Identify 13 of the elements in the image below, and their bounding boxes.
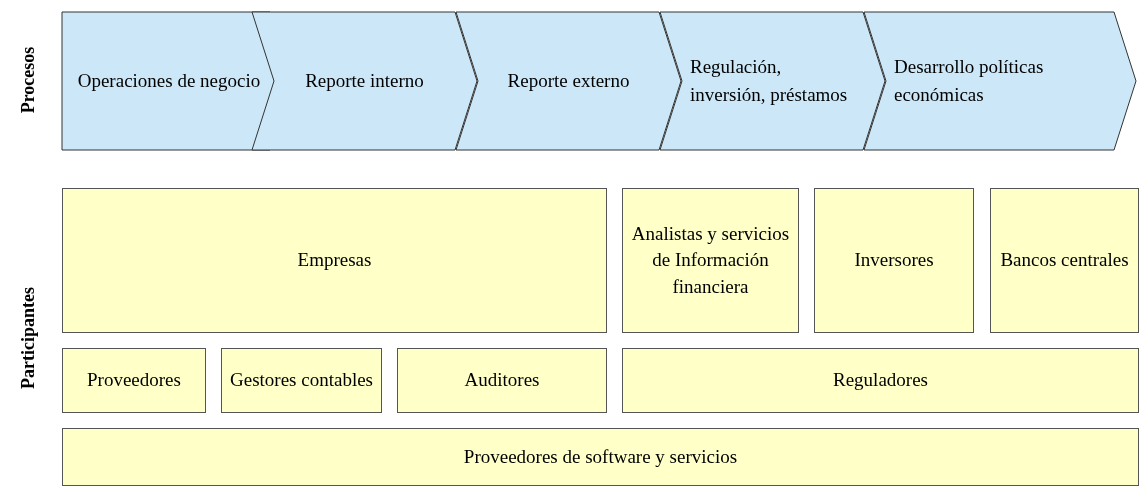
section-label: Procesos [17,46,39,114]
participant-box: Proveedores de software y servicios [62,428,1139,486]
section-label: Participantes [17,287,39,389]
participant-box: Empresas [62,188,607,333]
participant-box: Inversores [814,188,974,333]
participant-box: Bancos centrales [990,188,1139,333]
participant-box: Reguladores [622,348,1139,413]
participant-box: Proveedores [62,348,206,413]
participant-box: Gestores contables [221,348,382,413]
participant-box: Analistas y servicios de Información financiera [622,188,799,333]
process-label: Desarrollo políticas económicas [894,55,1045,107]
participant-box: Auditores [397,348,607,413]
process-label: Operaciones de negocio [77,69,261,94]
